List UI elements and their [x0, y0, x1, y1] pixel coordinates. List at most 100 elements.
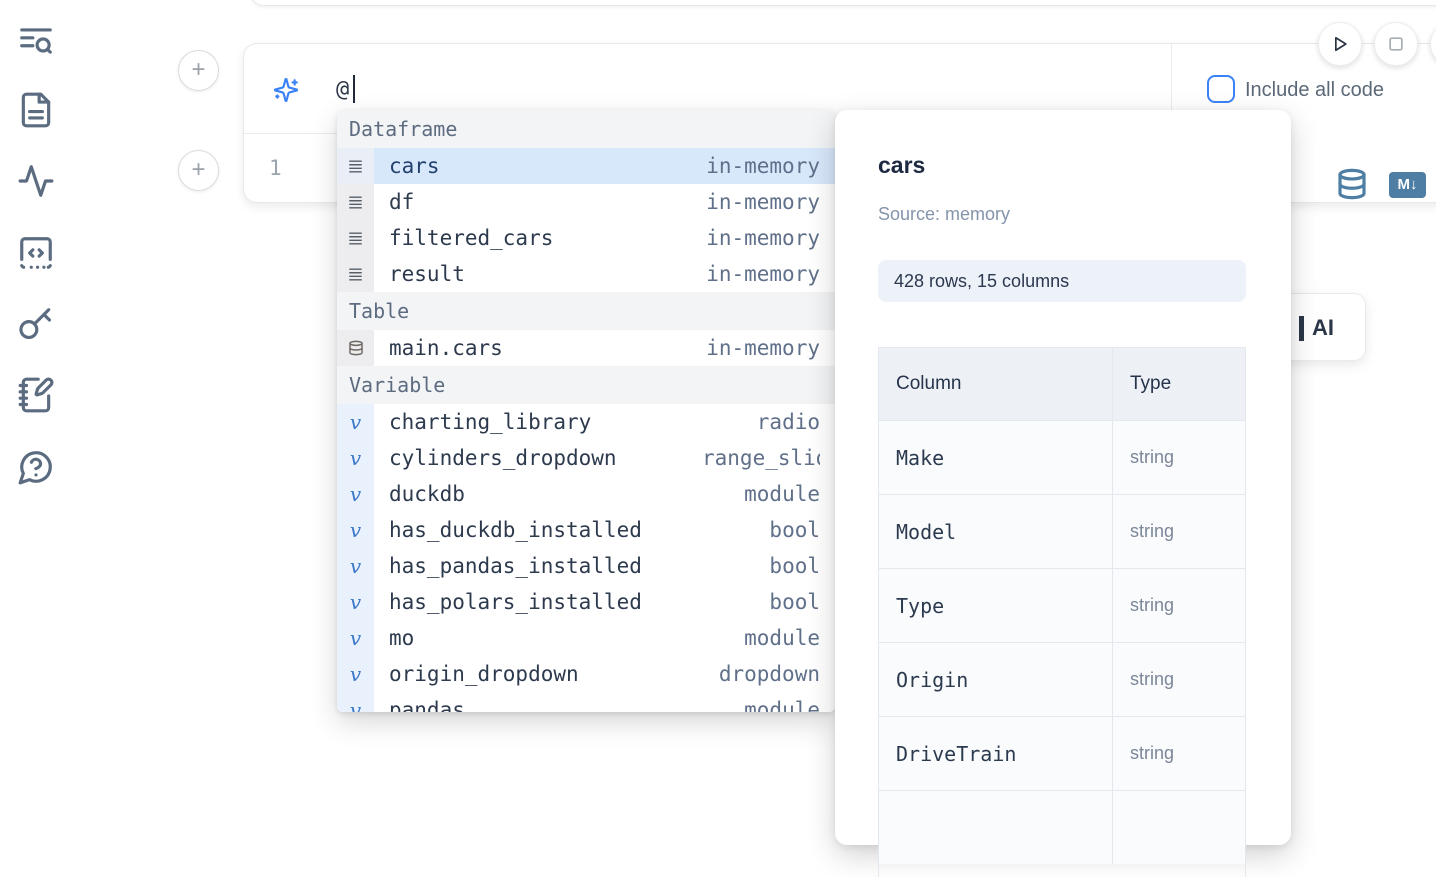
file-text-icon[interactable]: [17, 91, 55, 129]
cell-text: string: [1130, 669, 1175, 689]
cell-text: string: [1130, 521, 1175, 541]
stop-button[interactable]: [1374, 22, 1418, 66]
cell-text: string: [1130, 743, 1175, 763]
item-type: bool: [769, 554, 820, 578]
autocomplete-item-body: has_pandas_installed bool: [374, 548, 835, 584]
add-cell-above-button[interactable]: +: [178, 50, 219, 91]
text-search-icon[interactable]: [17, 22, 55, 60]
cell-text: Make: [896, 445, 945, 470]
item-type: bool: [769, 590, 820, 614]
item-name: cylinders_dropdown: [389, 446, 617, 470]
item-name: has_duckdb_installed: [389, 518, 642, 542]
cell-text: Type: [896, 593, 945, 618]
item-type: in-memory: [706, 226, 820, 250]
cell-text: string: [1130, 447, 1175, 467]
previous-cell-edge: [250, 0, 1436, 6]
ai-prompt-input[interactable]: @: [336, 77, 350, 102]
autocomplete-item-body: has_polars_installed bool: [374, 584, 835, 620]
autocomplete-item-body: charting_library radio: [374, 404, 835, 440]
table-row: Origin string: [879, 642, 1245, 716]
database-icon: [337, 330, 374, 366]
item-type: in-memory: [706, 262, 820, 286]
cell-text: DriveTrain: [896, 741, 1017, 766]
run-button[interactable]: [1318, 22, 1362, 66]
autocomplete-section-header: Table: [337, 292, 835, 330]
item-type: radio: [756, 410, 820, 434]
sparkles-icon: [273, 77, 299, 103]
rows-icon: [337, 148, 374, 184]
rows-icon: [349, 267, 362, 281]
item-name: has_polars_installed: [389, 590, 642, 614]
variable-icon: v: [337, 404, 374, 440]
item-name: result: [389, 262, 465, 286]
item-name: filtered_cars: [389, 226, 554, 250]
shape-badge: 428 rows, 15 columns: [878, 260, 1246, 302]
item-name: df: [389, 190, 415, 214]
include-all-code-zone: Include all code: [1171, 44, 1436, 134]
rows-icon: [337, 256, 374, 292]
item-name: has_pandas_installed: [389, 554, 642, 578]
play-icon: [1335, 36, 1347, 52]
variable-icon: v: [337, 512, 374, 548]
variable-icon: v: [337, 440, 374, 476]
add-cell-below-button[interactable]: +: [178, 150, 219, 191]
item-type: dropdown: [718, 662, 820, 686]
table-row: DriveTrain string: [879, 716, 1245, 790]
include-all-code-label: Include all code: [1245, 79, 1384, 101]
notebook-pen-icon[interactable]: [17, 376, 55, 414]
variable-icon: v: [337, 692, 374, 712]
variable-icon: v: [337, 656, 374, 692]
text-cursor: [353, 75, 355, 103]
rows-icon: [337, 184, 374, 220]
markdown-icon[interactable]: M↓: [1389, 172, 1426, 198]
autocomplete-item-body: result in-memory: [374, 256, 835, 292]
line-number: 1: [269, 156, 282, 180]
item-name: main.cars: [389, 336, 503, 360]
rows-icon: [349, 195, 362, 209]
cell-text: Origin: [896, 667, 969, 692]
item-name: origin_dropdown: [389, 662, 579, 686]
code-square-dashed-icon[interactable]: [17, 234, 55, 272]
clipped-letter-fragment: [1299, 316, 1304, 341]
cell-text: string: [1130, 595, 1175, 615]
preview-source: Source: memory: [878, 204, 1011, 224]
item-type: module: [744, 482, 820, 506]
activity-icon[interactable]: [17, 162, 55, 200]
sidebar: [0, 0, 70, 874]
include-all-code-checkbox[interactable]: [1207, 75, 1235, 103]
rows-icon: [349, 159, 362, 173]
autocomplete-item[interactable]: v charting_library radio: [337, 404, 835, 440]
item-name: charting_library: [389, 410, 592, 434]
database-icon[interactable]: [1336, 168, 1368, 200]
key-icon[interactable]: [17, 305, 55, 343]
table-row: [879, 790, 1245, 864]
stop-icon: [1389, 37, 1403, 51]
autocomplete-section-header: Dataframe: [337, 110, 835, 148]
autocomplete-item[interactable]: v origin_dropdown dropdown: [337, 656, 835, 692]
rows-icon: [349, 231, 362, 245]
autocomplete-item[interactable]: filtered_cars in-memory: [337, 220, 835, 256]
item-type: in-memory: [706, 154, 820, 178]
table-row: Make string: [879, 420, 1245, 494]
autocomplete-item[interactable]: result in-memory: [337, 256, 835, 292]
autocomplete-section-header: Variable: [337, 366, 835, 404]
help-bubble-icon[interactable]: [17, 448, 55, 486]
